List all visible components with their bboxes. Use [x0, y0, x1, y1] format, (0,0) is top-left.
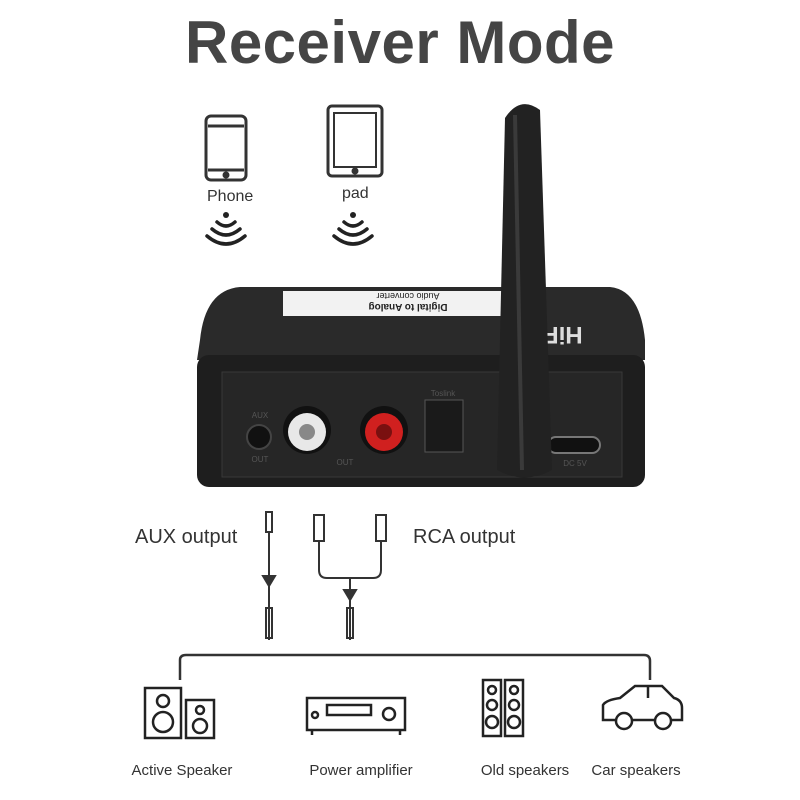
cables: [178, 511, 652, 680]
device-subtitle: Audio converter: [376, 291, 439, 301]
power-amplifier-label: Power amplifier: [309, 762, 413, 779]
aux-jack: [246, 424, 272, 450]
wireless-signal-icon: [205, 212, 247, 246]
rca-out-label: OUT: [337, 458, 354, 467]
aux-out-label: OUT: [252, 455, 269, 464]
device-label: Digital to Analog: [368, 301, 447, 312]
wireless-signal-icon: [332, 212, 374, 246]
pad-label: pad: [342, 185, 369, 202]
aux-port-label: AUX: [252, 411, 269, 420]
tower-speakers-icon: [481, 678, 525, 738]
antenna: [497, 104, 552, 478]
active-speaker-icon: [143, 686, 216, 740]
car-icon: [601, 684, 684, 731]
car-speakers-label: Car speakers: [591, 762, 681, 779]
dac-device: Digital to Analog Audio converter HiFi A…: [197, 104, 645, 487]
active-speaker-label: Active Speaker: [131, 762, 233, 779]
amplifier-icon: [305, 696, 407, 735]
phone-icon: [204, 114, 248, 182]
power-label: DC 5V: [563, 459, 587, 468]
old-speakers-label: Old speakers: [480, 762, 570, 779]
usb-c-port: [547, 436, 601, 454]
rca-output-label: RCA output: [413, 526, 516, 548]
page-title: Receiver Mode: [184, 9, 615, 76]
phone-label: Phone: [207, 188, 254, 205]
toslink-label: Toslink: [431, 389, 456, 398]
toslink-port: [424, 399, 464, 453]
tablet-icon: [326, 104, 384, 178]
aux-output-label: AUX output: [135, 526, 238, 548]
